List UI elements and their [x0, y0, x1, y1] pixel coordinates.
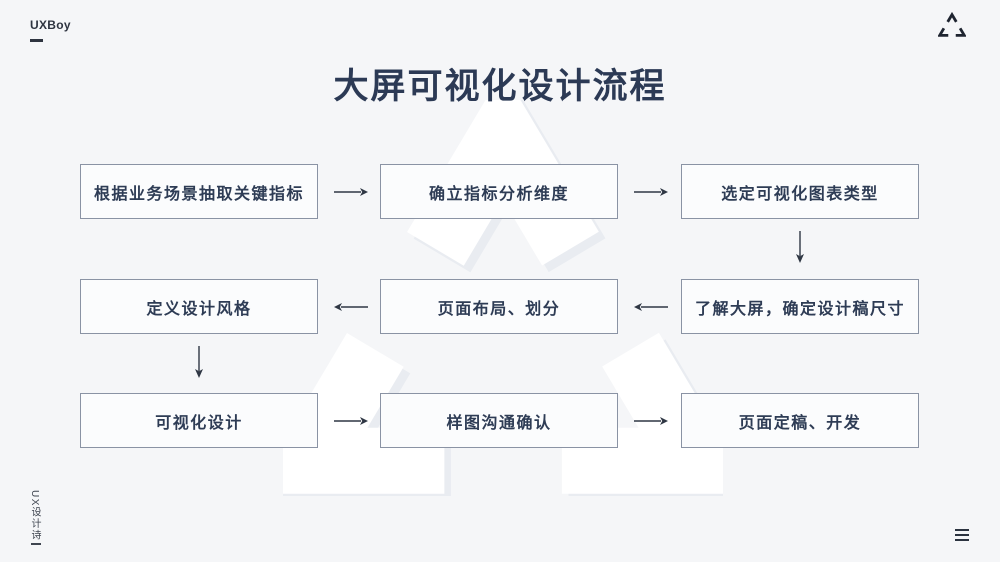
arrow-left-icon — [334, 303, 368, 311]
arrow-down-icon — [195, 346, 203, 378]
flow-box-visual-design: 可视化设计 — [80, 393, 318, 448]
flow-box-page-layout-division: 页面布局、划分 — [380, 279, 618, 334]
brand-underline — [30, 39, 43, 42]
flow-box-sample-confirmation: 样图沟通确认 — [380, 393, 618, 448]
flow-box-select-chart-types: 选定可视化图表类型 — [681, 164, 919, 219]
arrow-right-icon — [634, 417, 668, 425]
footer-vertical-text: UX设计诗 — [29, 490, 40, 542]
arrow-right-icon — [634, 188, 668, 196]
flow-box-finalize-develop: 页面定稿、开发 — [681, 393, 919, 448]
arrow-down-icon — [796, 231, 804, 263]
menu-line — [955, 539, 969, 541]
footer-vertical-dash — [31, 543, 41, 545]
menu-icon[interactable] — [955, 529, 969, 541]
arrow-right-icon — [334, 417, 368, 425]
brand: UXBoy — [30, 16, 71, 42]
menu-line — [955, 534, 969, 536]
flow-box-define-analysis-dimensions: 确立指标分析维度 — [380, 164, 618, 219]
flow-box-screen-size: 了解大屏，确定设计稿尺寸 — [681, 279, 919, 334]
arrow-left-icon — [634, 303, 668, 311]
arrow-right-icon — [334, 188, 368, 196]
page-title: 大屏可视化设计流程 — [333, 67, 667, 106]
brand-logo-text: UXBoy — [30, 18, 71, 32]
triangle-logo-icon — [938, 12, 966, 37]
menu-line — [955, 529, 969, 531]
flow-box-extract-key-metrics: 根据业务场景抽取关键指标 — [80, 164, 318, 219]
flow-box-define-design-style: 定义设计风格 — [80, 279, 318, 334]
